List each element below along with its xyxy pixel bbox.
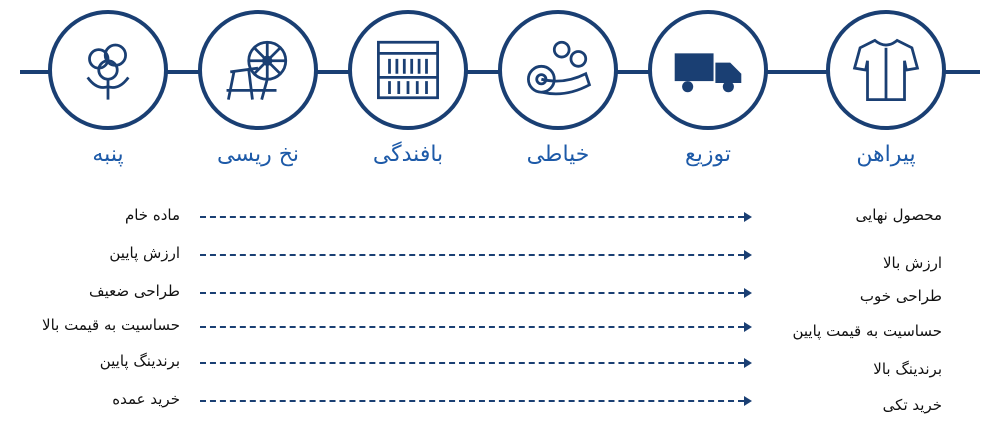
from-label: برندینگ پایین (99, 352, 180, 370)
stage-sewing (498, 10, 618, 130)
tape-buttons-icon (527, 40, 592, 96)
flow-arrow (200, 288, 752, 298)
to-label: ارزش بالا (882, 254, 942, 272)
stage-distribution (648, 10, 768, 130)
shirt-icon (852, 38, 920, 101)
cotton-icon (86, 43, 130, 100)
to-label: محصول نهایی (855, 206, 942, 224)
to-label: حساسیت به قیمت پایین (792, 322, 942, 340)
from-label: ماده خام (124, 206, 180, 224)
stage-label-distribution: توزیع (685, 142, 731, 167)
to-label: برندینگ بالا (873, 360, 942, 378)
stage-spinning (198, 10, 318, 130)
flow-arrow (200, 358, 752, 368)
from-label: خرید عمده (112, 390, 180, 408)
stage-cotton (48, 10, 168, 130)
to-label: طراحی خوب (859, 287, 942, 305)
to-label: خرید تکی (882, 396, 942, 414)
stage-label-loom: بافندگی (372, 142, 444, 167)
stage-label-shirt: پیراهن (856, 142, 916, 167)
stage-shirt (826, 10, 946, 130)
from-label: حساسیت به قیمت بالا (42, 316, 180, 334)
truck-icon (674, 53, 742, 93)
spinning-wheel-icon (226, 40, 288, 100)
stage-label-cotton: پنبه (92, 142, 124, 167)
loom-icon (377, 40, 439, 100)
from-label: طراحی ضعیف (89, 282, 180, 300)
flow-arrow (200, 396, 752, 406)
stage-label-spinning: نخ ریسی (216, 142, 300, 167)
stage-label-sewing: خیاطی (526, 142, 590, 167)
flow-arrow (200, 212, 752, 222)
from-label: ارزش پایین (109, 244, 180, 262)
flow-arrow (200, 250, 752, 260)
flow-arrow (200, 322, 752, 332)
stage-loom (348, 10, 468, 130)
